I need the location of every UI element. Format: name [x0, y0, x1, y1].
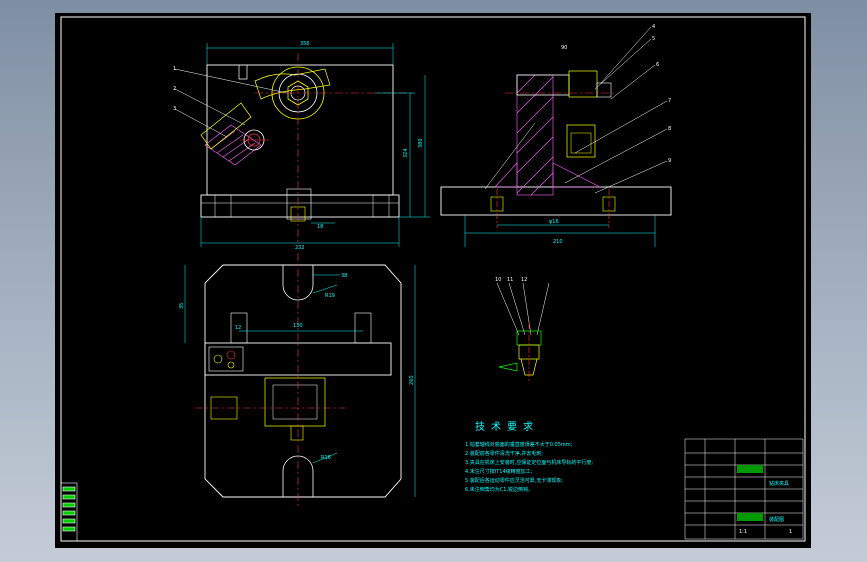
dim-side-detail: 90: [561, 45, 567, 51]
title-scale: 1:1: [739, 529, 747, 535]
balloon-10: 10: [495, 277, 501, 283]
balloon-12: 12: [521, 277, 527, 283]
dim-top-width: 356: [300, 41, 310, 47]
balloon-1: 1: [173, 66, 176, 72]
title-part-name: 钻床夹具: [769, 480, 789, 487]
drawing-sheet: 356 232 324 380 18 1 2 3: [55, 13, 811, 548]
dim-small: 18: [317, 224, 323, 230]
left-strip-block: [60, 482, 78, 542]
dim-plan-height: 260: [409, 375, 415, 385]
balloon-5: 5: [652, 36, 655, 42]
dim-side-text: φ16: [549, 219, 559, 225]
plan-view: 130 38 R19 260 35 R16 12: [179, 253, 416, 509]
balloon-11: 11: [507, 277, 513, 283]
drawing-border: [60, 16, 806, 542]
front-view: 356 232 324 380 18 1 2 3: [173, 41, 430, 251]
tech-note-1: 1.钻套轴线对底面的垂直度误差不大于0.05mm;: [465, 442, 573, 448]
tech-note-6: 6.未注倒角均为C1,锐边倒钝。: [465, 487, 534, 493]
dim-plan-r: R19: [325, 293, 335, 299]
title-drawing-no: 装配图: [769, 516, 784, 523]
cad-drawing: 356 232 324 380 18 1 2 3: [60, 16, 806, 542]
dim-front-height-2: 380: [418, 138, 424, 148]
tech-requirements-title: 技术要求: [475, 422, 539, 433]
side-view: 210 φ16 90 4 5 6 7 8 9: [440, 24, 672, 247]
balloon-6: 6: [656, 62, 659, 68]
tech-note-2: 2.装配前各零件清洗干净,并去毛刺;: [465, 451, 544, 457]
dim-base-width: 232: [295, 245, 305, 251]
balloon-2: 2: [173, 86, 176, 92]
balloon-3: 3: [173, 106, 176, 112]
balloon-4: 4: [652, 24, 655, 30]
dim-plan-left: 35: [179, 303, 185, 309]
tech-note-3: 3.夹具在机床上安装时,应保证定位面与机床导轨的平行度;: [465, 460, 594, 466]
dim-front-height-1: 324: [403, 148, 409, 158]
tech-note-5: 5.装配后各运动零件应灵活可靠,无卡滞现象;: [465, 478, 564, 484]
balloon-7: 7: [668, 98, 671, 104]
dim-plan-r-bottom: R16: [321, 455, 331, 461]
title-sheet: 1: [789, 529, 792, 535]
dim-plan-span: 130: [293, 323, 303, 329]
detail-view: 10 11 12: [495, 277, 550, 383]
balloon-9: 9: [668, 158, 671, 164]
tech-note-4: 4.未注尺寸按IT14级精度加工;: [465, 469, 533, 475]
dim-side-width: 210: [553, 239, 563, 245]
balloon-8: 8: [668, 126, 671, 132]
dim-plan-slot: 38: [341, 273, 347, 279]
title-block: [684, 438, 804, 540]
dim-plan-small: 12: [235, 325, 241, 331]
